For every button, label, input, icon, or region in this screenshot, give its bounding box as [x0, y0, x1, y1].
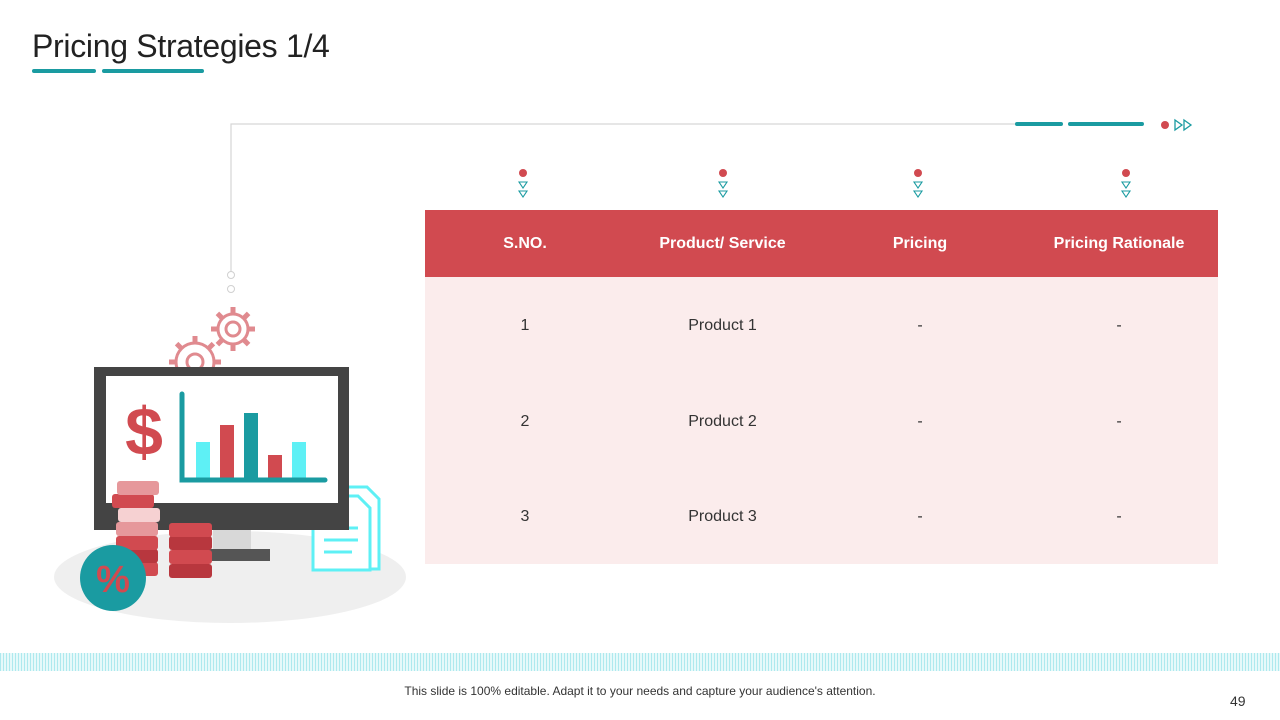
- gear-icon: [211, 307, 255, 351]
- column-marker-icon: [912, 169, 924, 198]
- header-product-service: Product/ Service: [625, 210, 820, 277]
- cell-product: Product 3: [625, 470, 820, 564]
- column-marker-icon: [1120, 169, 1132, 198]
- decorative-bar: [1068, 122, 1144, 126]
- percent-symbol: %: [96, 559, 130, 601]
- gear-icon: [169, 336, 221, 383]
- slide-title: Pricing Strategies 1/4: [32, 28, 330, 64]
- table-header-row: S.NO. Product/ Service Pricing Pricing R…: [425, 210, 1218, 277]
- column-marker-icon: [717, 169, 729, 198]
- footer-strip: [0, 653, 1280, 671]
- cell-pricing: -: [820, 470, 1020, 564]
- table-row: 1 Product 1 - -: [425, 277, 1218, 374]
- cell-rationale: -: [1020, 374, 1218, 470]
- table-row: 2 Product 2 - -: [425, 374, 1218, 470]
- cell-sno: 2: [425, 374, 625, 470]
- footer-note: This slide is 100% editable. Adapt it to…: [404, 684, 876, 698]
- bar-chart-icon: [179, 391, 328, 483]
- header-pricing-rationale: Pricing Rationale: [1020, 210, 1218, 277]
- decorative-bar: [1015, 122, 1063, 126]
- title-underline-short: [32, 69, 96, 73]
- table-row: 3 Product 3 - -: [425, 470, 1218, 564]
- illustration: $ %: [54, 118, 1193, 623]
- connector-line: [230, 123, 1015, 272]
- cell-sno: 1: [425, 277, 625, 374]
- dollar-symbol: $: [125, 394, 163, 470]
- cell-pricing: -: [820, 277, 1020, 374]
- header-sno: S.NO.: [425, 210, 625, 277]
- cell-pricing: -: [820, 374, 1020, 470]
- pricing-table: S.NO. Product/ Service Pricing Pricing R…: [425, 210, 1218, 564]
- cell-rationale: -: [1020, 470, 1218, 564]
- cell-sno: 3: [425, 470, 625, 564]
- title-underline-long: [102, 69, 204, 73]
- arrow-marker-icon: [1161, 118, 1193, 132]
- connector-dot: [227, 285, 235, 293]
- cell-product: Product 2: [625, 374, 820, 470]
- cell-product: Product 1: [625, 277, 820, 374]
- cell-rationale: -: [1020, 277, 1218, 374]
- percent-badge-icon: %: [80, 545, 146, 611]
- header-pricing: Pricing: [820, 210, 1020, 277]
- column-marker-icon: [517, 169, 529, 198]
- connector-dot: [227, 271, 235, 279]
- coin-stack-icon: [169, 523, 212, 578]
- page-number: 49: [1230, 693, 1246, 709]
